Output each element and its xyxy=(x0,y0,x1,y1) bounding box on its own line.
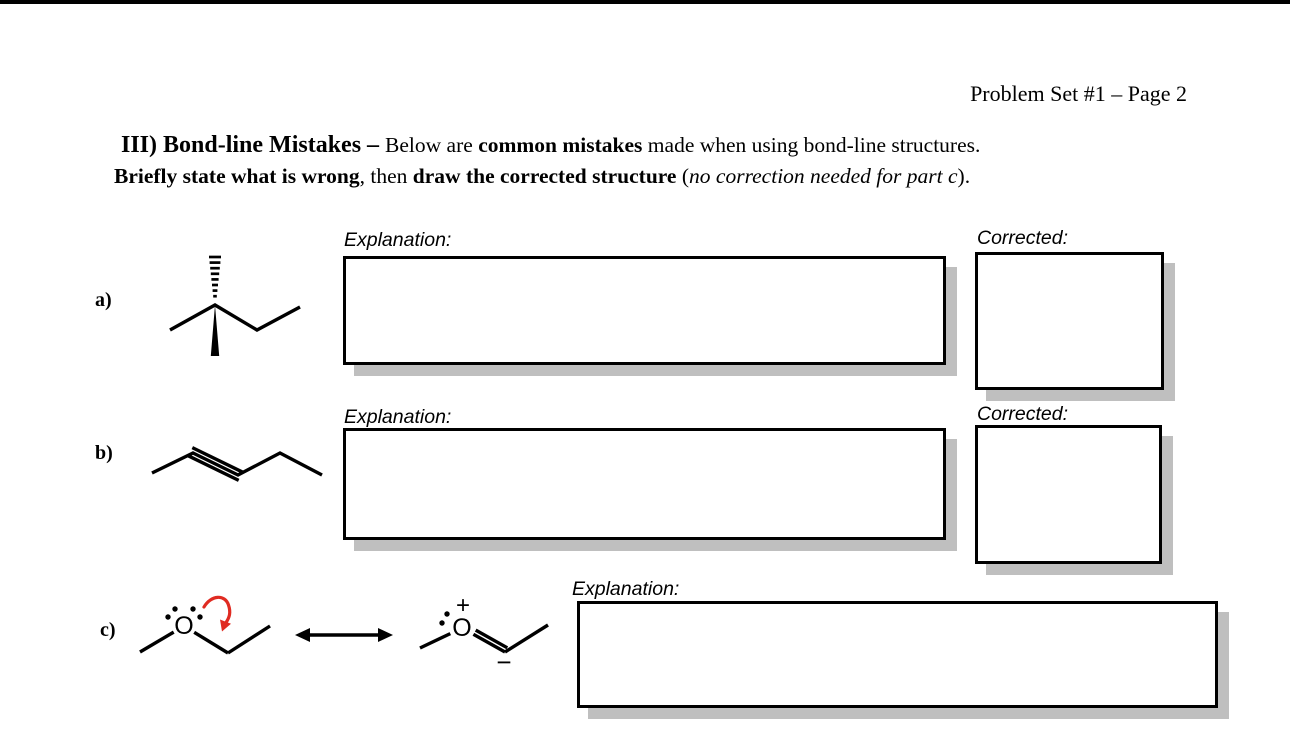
instr-bold: common mistakes xyxy=(478,133,643,157)
carbon-skeleton xyxy=(151,451,323,477)
c-c-bond xyxy=(227,624,271,655)
instr-text: ( xyxy=(676,164,690,188)
part-a-label: a) xyxy=(95,289,112,311)
instr-italic: no correction needed for part c xyxy=(689,164,958,188)
lone-pair-dots xyxy=(165,606,203,620)
oxygen-atom-label: O xyxy=(452,614,471,642)
corrected-label-b: Corrected: xyxy=(977,403,1069,425)
c-c-bond xyxy=(504,623,549,654)
lone-pair-dots xyxy=(439,611,450,626)
structure-c-left-drawing: O xyxy=(139,595,271,655)
corrected-box-b[interactable] xyxy=(975,425,1162,564)
instr-text: Below are xyxy=(385,133,479,157)
oxygen-atom-label: O xyxy=(174,612,193,640)
explanation-label-c: Explanation: xyxy=(572,578,680,600)
curved-electron-arrow-icon xyxy=(202,595,232,632)
resonance-arrow-icon xyxy=(295,628,393,642)
instr-text: made when using bond-line structures. xyxy=(642,133,981,157)
instructions-line-2: Briefly state what is wrong, then draw t… xyxy=(114,161,1214,192)
o-c-bond xyxy=(193,630,229,655)
explanation-box-a[interactable] xyxy=(343,256,946,365)
c-o-bond xyxy=(419,632,452,650)
instr-bold: Briefly state what is wrong xyxy=(114,164,360,188)
o-c-double-bond xyxy=(472,628,509,654)
structure-b-drawing xyxy=(151,446,323,482)
solid-wedge-bond xyxy=(210,305,220,356)
page-top-border xyxy=(0,0,1290,4)
carbon-skeleton xyxy=(169,303,301,332)
instr-text: ). xyxy=(957,164,971,188)
plus-charge: + xyxy=(456,592,470,619)
minus-charge: − xyxy=(496,647,511,677)
page-header: Problem Set #1 – Page 2 xyxy=(970,81,1187,106)
structure-a-drawing xyxy=(169,255,301,356)
structure-c-right-drawing: O + − xyxy=(419,592,549,677)
corrected-box-a[interactable] xyxy=(975,252,1164,390)
explanation-box-b[interactable] xyxy=(343,428,946,540)
hashed-wedge-bond xyxy=(209,255,221,298)
explanation-label-a: Explanation: xyxy=(344,229,452,251)
part-b-label: b) xyxy=(95,442,113,464)
instr-bold: draw the corrected structure xyxy=(412,164,677,188)
section-title: III) Bond-line Mistakes – xyxy=(121,132,386,158)
c-o-bond xyxy=(139,630,175,654)
explanation-box-c[interactable] xyxy=(577,601,1218,708)
instructions-line-1: III) Bond-line Mistakes – Below are comm… xyxy=(114,130,1214,161)
section-instructions: III) Bond-line Mistakes – Below are comm… xyxy=(114,130,1214,192)
corrected-label-a: Corrected: xyxy=(977,227,1069,249)
part-c-label: c) xyxy=(100,619,116,641)
bent-triple-bond xyxy=(187,446,244,482)
explanation-label-b: Explanation: xyxy=(344,406,452,428)
instr-text: , then xyxy=(359,164,413,188)
